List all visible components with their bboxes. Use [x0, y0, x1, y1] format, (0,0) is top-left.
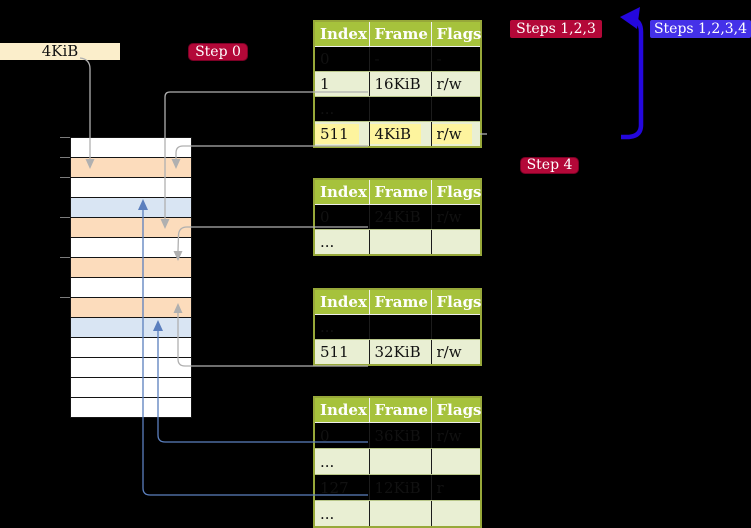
- tick-mark: [60, 157, 70, 158]
- table-cell: ...: [314, 96, 370, 122]
- steps123-badge: Steps 1,2,3: [510, 20, 602, 38]
- table-cell: 36KiB: [369, 422, 432, 449]
- table-cell: 16KiB: [369, 71, 432, 97]
- table-header-cell: Index: [314, 21, 370, 47]
- tick-mark: [60, 137, 70, 138]
- table-cell: [431, 500, 481, 527]
- table-row: ...: [314, 500, 481, 527]
- highlighted-value: r/w: [431, 124, 472, 144]
- memory-row-blue: [71, 197, 191, 217]
- tick-mark: [60, 217, 70, 218]
- page-size-label: 4KiB: [0, 43, 120, 60]
- memory-row-white: [71, 277, 191, 297]
- table-cell: r/w: [431, 204, 481, 230]
- tick-mark: [60, 257, 70, 258]
- table-cell: 511: [314, 339, 370, 365]
- memory-row-white: [71, 337, 191, 357]
- tick-mark: [60, 177, 70, 178]
- table-header-cell: Frame: [369, 397, 432, 423]
- table-header-cell: Frame: [369, 289, 432, 315]
- table-cell: 24KiB: [369, 204, 432, 230]
- table-header-cell: Index: [314, 179, 370, 205]
- step4-badge: Step 4: [520, 157, 579, 174]
- table-cell: -: [369, 46, 432, 72]
- memory-row-white: [71, 177, 191, 197]
- memory-row-peach: [71, 257, 191, 277]
- table-row: 511 4KiB r/w: [314, 121, 481, 147]
- physical-memory-strip: [70, 137, 192, 418]
- table-cell: [369, 96, 432, 122]
- recursive-loop-arrow: [621, 16, 644, 140]
- table-cell: r/w: [431, 121, 481, 147]
- table-cell: -: [431, 46, 481, 72]
- table-cell: 32KiB: [369, 339, 432, 365]
- table-cell: r/w: [431, 422, 481, 449]
- step0-badge: Step 0: [188, 43, 248, 61]
- table-cell: ...: [314, 448, 370, 475]
- table-row: ...: [314, 314, 481, 340]
- table-cell: ...: [314, 314, 370, 340]
- table-cell: r/w: [431, 71, 481, 97]
- table-row: ...: [314, 96, 481, 122]
- table-cell: [369, 500, 432, 527]
- memory-row-peach: [71, 157, 191, 177]
- highlighted-value: 511: [315, 124, 359, 144]
- table-header-cell: Index: [314, 397, 370, 423]
- steps1234-badge: Steps 1,2,3,4: [650, 20, 751, 38]
- table-cell: 0: [314, 46, 370, 72]
- table-header-cell: Flags: [431, 397, 482, 423]
- table-cell: [431, 229, 481, 255]
- table-cell: 0: [314, 204, 370, 230]
- table-row: 0--: [314, 46, 481, 72]
- table-cell: ...: [314, 500, 370, 527]
- table-header-cell: Frame: [369, 21, 432, 47]
- table-row: ...: [314, 229, 481, 255]
- memory-row-white: [71, 377, 191, 397]
- table-cell: r/w: [431, 339, 481, 365]
- table-header-cell: Flags: [431, 21, 482, 47]
- table-cell: r: [431, 474, 481, 501]
- table-cell: [431, 448, 481, 475]
- table-cell: [369, 448, 432, 475]
- table-cell: 0: [314, 422, 370, 449]
- table-cell: [431, 96, 481, 122]
- table-header-cell: Flags: [431, 179, 482, 205]
- memory-row-white: [71, 397, 191, 417]
- table-cell: ...: [314, 229, 370, 255]
- table-cell: 12KiB: [369, 474, 432, 501]
- recursive-loop-arrowhead: [620, 7, 640, 29]
- memory-row-peach: [71, 217, 191, 237]
- table-cell: [369, 229, 432, 255]
- table-cell: 4KiB: [369, 121, 432, 147]
- tick-mark: [60, 297, 70, 298]
- table-header-cell: Flags: [431, 289, 482, 315]
- table-header-cell: Index: [314, 289, 370, 315]
- table-header-cell: Frame: [369, 179, 432, 205]
- table-row: ...: [314, 448, 481, 475]
- memory-row-white: [71, 138, 191, 157]
- table-cell: 511: [314, 121, 370, 147]
- memory-row-blue: [71, 317, 191, 337]
- table-cell: 1: [314, 71, 370, 97]
- highlighted-value: 4KiB: [369, 124, 422, 144]
- table-cell: 127: [314, 474, 370, 501]
- memory-row-white: [71, 357, 191, 377]
- memory-row-peach: [71, 297, 191, 317]
- table-cell: [431, 314, 481, 340]
- memory-row-white: [71, 237, 191, 257]
- table-cell: [369, 314, 432, 340]
